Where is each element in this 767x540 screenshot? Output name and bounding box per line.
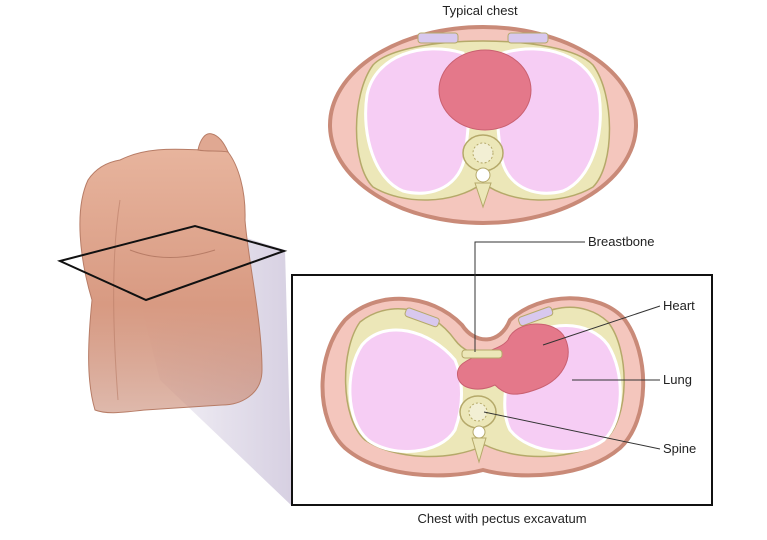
pectus-cartilage-left [404, 307, 440, 328]
torso-body [79, 143, 263, 414]
torso-illustration [57, 133, 288, 414]
typical-heart [438, 49, 532, 131]
leader-lines [474, 241, 661, 450]
typical-chest-section [328, 25, 638, 225]
leader-breastbone [474, 241, 585, 352]
pectus-cartilage-right [518, 306, 554, 327]
torso-chest-line [129, 249, 216, 258]
pectus-spine [459, 395, 497, 464]
pectus-heart [457, 323, 569, 395]
leader-heart [542, 305, 661, 346]
typical-cartilage-left [417, 32, 459, 44]
pectus-chest-section [320, 296, 646, 478]
label-lung: Lung [663, 372, 692, 387]
pectus-chest-caption: Chest with pectus excavatum [417, 511, 586, 526]
typical-cartilage-right [507, 32, 549, 44]
pectus-breastbone [461, 349, 503, 359]
label-breastbone: Breastbone [588, 234, 655, 249]
torso-arm-line [113, 199, 121, 401]
typical-spine [462, 134, 504, 209]
leader-spine [483, 411, 661, 450]
label-spine: Spine [663, 441, 696, 456]
pectus-lung-left [348, 328, 463, 453]
inset-frame [291, 274, 713, 506]
slice-plane [57, 224, 288, 302]
label-heart: Heart [663, 298, 695, 313]
torso-neck [197, 133, 229, 153]
typical-chest-caption: Typical chest [442, 3, 518, 18]
